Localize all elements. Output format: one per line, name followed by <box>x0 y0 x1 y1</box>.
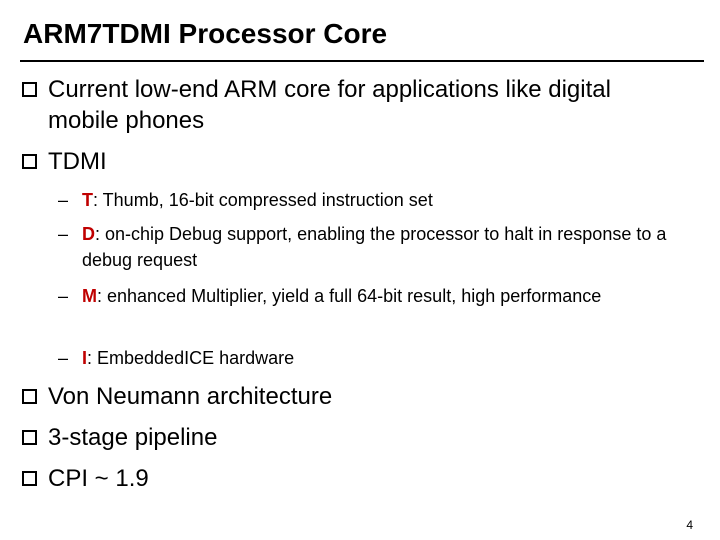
sub-bullet-text: : EmbeddedICE hardware <box>87 348 295 368</box>
checkbox-bullet-icon <box>22 154 37 169</box>
sub-bullet-key: I <box>82 348 88 368</box>
title-underline <box>20 60 704 62</box>
sub-bullet-text: : on-chip Debug support, enabling the pr… <box>82 224 667 270</box>
bullet-text: CPI ~ 1.9 <box>48 465 149 492</box>
sub-bullet-key: D <box>82 224 95 244</box>
sub-bullet-key: M <box>82 286 97 306</box>
checkbox-bullet-icon <box>22 389 37 404</box>
sub-bullet-key: T <box>82 190 93 210</box>
bullet-text: TDMI <box>48 148 107 175</box>
dash-bullet-icon: – <box>58 224 69 244</box>
bullet-text: Von Neumann architecture <box>48 383 333 410</box>
dash-bullet-icon: – <box>58 286 69 306</box>
checkbox-bullet-icon <box>22 430 37 445</box>
bullet-text: Current low-end ARM core for application… <box>48 76 611 134</box>
sub-bullet-text: : enhanced Multiplier, yield a full 64-b… <box>97 286 602 306</box>
sub-bullet-text: : Thumb, 16-bit compressed instruction s… <box>93 190 433 210</box>
dash-bullet-icon: – <box>58 348 69 368</box>
page-number: 4 <box>686 518 693 532</box>
bullet-text: 3-stage pipeline <box>48 424 218 451</box>
checkbox-bullet-icon <box>22 82 37 97</box>
checkbox-bullet-icon <box>22 471 37 486</box>
dash-bullet-icon: – <box>58 190 69 210</box>
slide-title: ARM7TDMI Processor Core <box>23 18 388 49</box>
